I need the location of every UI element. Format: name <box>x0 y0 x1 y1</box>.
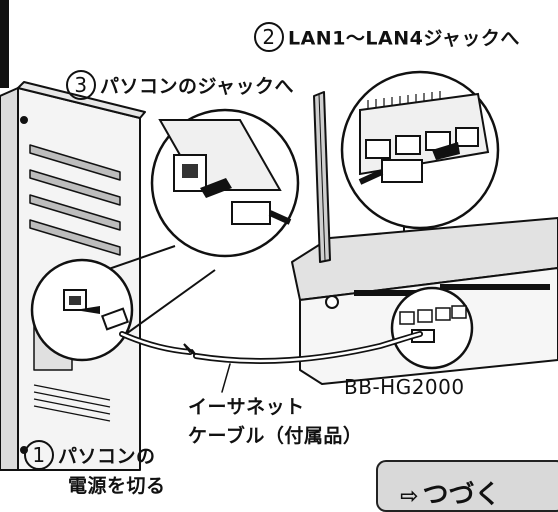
label-cable-line2: ケーブル（付属品） <box>188 425 363 447</box>
zoom-pc-jack <box>150 108 300 258</box>
step-number-badge: 3 <box>66 70 96 100</box>
label-step2-text: LAN1〜LAN4ジャックへ <box>288 27 520 50</box>
label-step3-text: パソコンのジャックへ <box>100 75 295 98</box>
ethernet-cable <box>119 331 423 393</box>
continue-label: つづく <box>422 480 501 510</box>
label-step1-line1: パソコンの <box>58 445 156 468</box>
label-step1-line2: 電源を切る <box>68 475 166 497</box>
connection-diagram <box>0 0 558 471</box>
margin-bar <box>0 0 9 88</box>
arrow-right-icon: ⇨ <box>400 484 419 509</box>
zoom-lan-jacks <box>340 70 500 230</box>
step-number-badge: 2 <box>254 22 284 52</box>
zoom-router-ports <box>390 286 474 370</box>
label-router-model: BB-HG2000 <box>344 375 465 399</box>
zoom-pc-port <box>30 258 134 362</box>
continue-button[interactable]: ⇨つづく <box>376 460 558 512</box>
router-device <box>291 91 558 385</box>
step-number-badge: 1 <box>24 440 54 470</box>
label-cable-line1: イーサネット <box>188 396 305 418</box>
